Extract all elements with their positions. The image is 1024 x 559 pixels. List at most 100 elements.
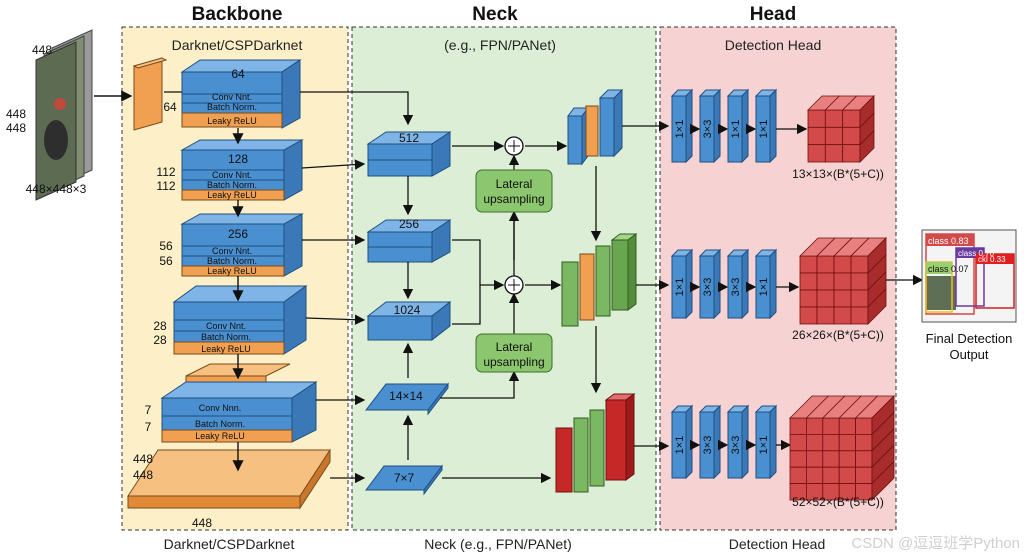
head-conv-side: [713, 404, 721, 480]
sum-node-top: [504, 136, 524, 156]
cube-front-cell: [822, 466, 840, 485]
neck-output-stack-middle: [561, 233, 638, 327]
neck-node-14x14: [364, 382, 450, 416]
cube-front-cell: [807, 109, 826, 128]
cube-front-cell: [850, 272, 869, 291]
head-conv-side: [769, 404, 777, 480]
neck-to-head-arrows: [622, 120, 670, 452]
cube-front-cell: [789, 433, 807, 452]
head-conv-label: 1×1: [758, 120, 770, 139]
input-dim-top: 448: [32, 43, 52, 57]
head-footer: Detection Head: [729, 536, 826, 552]
backbone-block-3-relu: Leaky ReLU: [207, 266, 257, 276]
detection-box-2-label: class 0.70: [958, 249, 995, 258]
cube-front-cell: [833, 255, 852, 274]
backbone-subtitle: Darknet/CSPDarknet: [172, 37, 303, 53]
cube-front-cell: [806, 450, 824, 468]
head-conv-side: [685, 88, 693, 164]
cube-side-cell: [867, 288, 887, 325]
backbone-block-1-relu: Leaky ReLU: [207, 116, 257, 126]
cube-front-cell: [799, 272, 818, 291]
backbone-base-dim-a: 448: [133, 452, 153, 466]
cube-front-cell: [833, 272, 852, 291]
backbone-block-4-dim-b: 28: [153, 333, 167, 347]
neck-output-stack-top: [567, 88, 624, 166]
neck-title: Neck: [472, 4, 518, 25]
detection-box-1-label: class 0.83: [928, 236, 969, 246]
final-output-caption-1: Final Detection: [926, 331, 1013, 346]
head-conv-label: 3×3: [730, 278, 742, 297]
head-conv-side: [741, 248, 749, 320]
backbone-block-4: [172, 285, 308, 355]
cube-front-cell: [822, 433, 840, 452]
head-output-label-13: 13×13×(B*(5+C)): [792, 167, 884, 181]
head-conv-label: 1×1: [674, 120, 686, 139]
head-subtitle: Detection Head: [725, 37, 822, 53]
backbone-stem-dim: 64: [163, 100, 177, 114]
lateral-1-line-2: upsampling: [483, 192, 544, 206]
lateral-2-line-2: upsampling: [483, 355, 544, 369]
backbone-block-5-dim-b: 7: [145, 420, 152, 434]
lateral-upsampling-box-1: [475, 169, 553, 213]
head-output-label-26: 26×26×(B*(5+C)): [792, 328, 884, 342]
backbone-block-2-dim-a: 112: [156, 165, 175, 179]
cube-front-cell: [816, 289, 835, 308]
cube-front-cell: [824, 109, 844, 128]
neck-output-stack-bottom: [555, 393, 636, 493]
lateral-2-line-1: Lateral: [496, 340, 533, 354]
input-dim-left-b: 448: [6, 121, 26, 135]
backbone-block-3-dim-a: 56: [159, 239, 173, 253]
neck-node-1024-label: 1024: [394, 303, 421, 317]
final-output-caption-2: Output: [949, 347, 988, 362]
cube-front-cell: [838, 466, 857, 485]
backbone-block-5-dim-a: 7: [145, 403, 152, 417]
head-title: Head: [750, 4, 796, 25]
head-conv-label: 3×3: [702, 278, 714, 297]
backbone-to-neck-arrows: [300, 91, 414, 484]
cube-front-cell: [855, 417, 873, 435]
cube-front-cell: [807, 126, 826, 146]
head-conv-side: [713, 248, 721, 320]
cube-front-cell: [806, 417, 824, 435]
head-conv-side: [741, 404, 749, 480]
cube-front-cell: [855, 433, 873, 452]
cube-front-cell: [850, 255, 869, 274]
watermark: CSDN @逗逗班学Python: [851, 535, 1020, 552]
head-conv-label: 1×1: [730, 120, 742, 139]
cube-front-cell: [855, 466, 873, 485]
cube-front-cell: [833, 289, 852, 308]
cube-front-cell: [816, 255, 835, 274]
cube-front-cell: [855, 450, 873, 468]
neck-node-7x7: [365, 464, 443, 496]
backbone-base-dim-bottom: 448: [192, 516, 212, 530]
head-output-label-52: 52×52×(B*(5+C)): [792, 495, 884, 509]
input-image-stack: [35, 29, 93, 201]
backbone-block-2-relu: Leaky ReLU: [207, 190, 257, 200]
cube-front-cell: [789, 417, 807, 435]
backbone-title: Backbone: [192, 4, 283, 25]
detection-box-3-label: class 0.07: [928, 264, 969, 274]
backbone-block-5-conv: Conv Nnn.: [199, 403, 242, 413]
backbone-block-4-dim-a: 28: [153, 319, 167, 333]
neck-node-256-label: 256: [399, 217, 419, 231]
cube-front-cell: [842, 126, 861, 146]
backbone-block-5-relu: Leaky ReLU: [195, 431, 245, 441]
backbone-block-5: [160, 363, 318, 443]
backbone-block-4-conv: Conv Nnt.: [206, 321, 246, 331]
head-conv-side: [769, 88, 777, 164]
cube-front-cell: [807, 144, 826, 163]
cube-front-cell: [838, 450, 857, 468]
head-conv-side: [769, 248, 777, 320]
cube-side-cell: [859, 129, 875, 163]
neck-node-512: [366, 131, 452, 177]
cube-front-cell: [799, 255, 818, 274]
backbone-block-2-top: 128: [228, 152, 248, 166]
head-conv-side: [741, 88, 749, 164]
cube-front-cell: [799, 306, 818, 325]
cube-front-cell: [842, 144, 861, 163]
cube-front-cell: [850, 289, 869, 308]
backbone-block-2-dim-b: 112: [156, 179, 175, 193]
